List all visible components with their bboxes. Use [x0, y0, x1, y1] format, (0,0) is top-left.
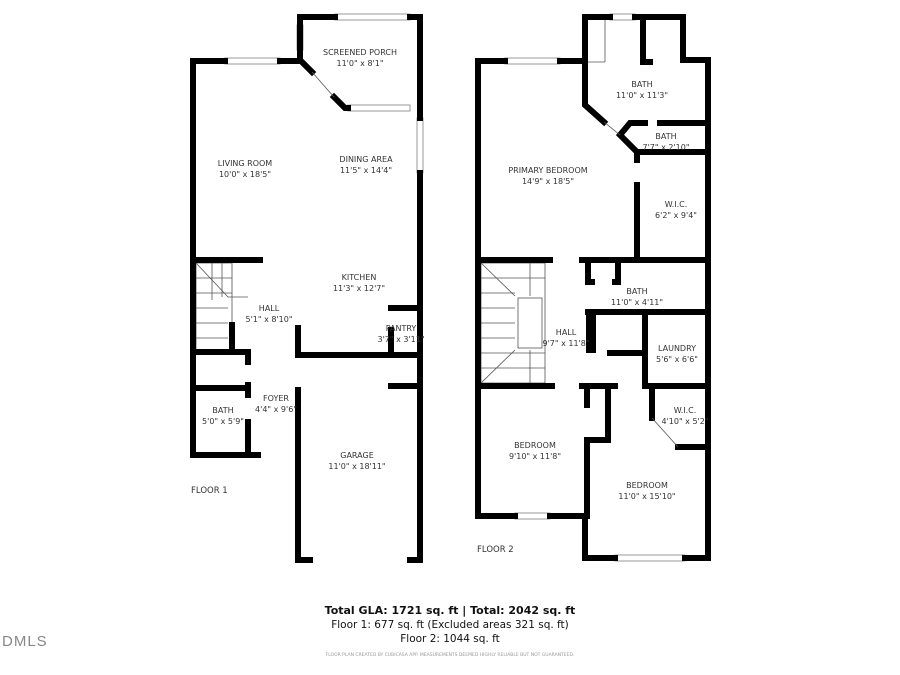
- stairs: [195, 262, 248, 353]
- room-name: HALL: [556, 328, 577, 337]
- window: [504, 57, 561, 65]
- room-name: FOYER: [263, 394, 289, 403]
- window: [334, 13, 411, 21]
- stairs: [480, 262, 546, 384]
- room-name: PANTRY: [386, 324, 417, 333]
- room-name: SCREENED PORCH: [323, 48, 397, 57]
- room-size: 10'0" x 18'5": [219, 170, 271, 179]
- window: [347, 104, 411, 112]
- window: [416, 117, 424, 174]
- room-size: 4'10" x 5'2": [661, 417, 708, 426]
- disclaimer: FLOOR PLAN CREATED BY CUBICASA APP. MEAS…: [325, 653, 575, 658]
- window: [609, 13, 636, 21]
- room-name: HALL: [259, 304, 280, 313]
- room-name: BEDROOM: [514, 441, 556, 450]
- room-size: 11'0" x 15'10": [618, 492, 675, 501]
- floor-1-area: Floor 1: 677 sq. ft (Excluded areas 321 …: [331, 619, 569, 631]
- window: [614, 554, 686, 562]
- room-size: 9'7" x 11'8": [542, 339, 589, 348]
- chimney-block: [586, 315, 596, 353]
- room-size: 11'0" x 4'11": [611, 298, 663, 307]
- room-size: 11'3" x 12'7": [333, 284, 385, 293]
- room-name: PRIMARY BEDROOM: [508, 166, 587, 175]
- room-size: 11'0" x 8'1": [336, 59, 383, 68]
- room-size: 11'5" x 14'4": [340, 166, 392, 175]
- room-size: 3'7" x 3'11": [377, 335, 424, 344]
- room-name: BEDROOM: [626, 481, 668, 490]
- room-name: BATH: [631, 80, 652, 89]
- room-name: LAUNDRY: [658, 344, 696, 353]
- room-size: 5'0" x 5'9": [202, 417, 244, 426]
- room-name: LIVING ROOM: [218, 159, 273, 168]
- walls: [475, 14, 711, 561]
- room-size: 4'4" x 9'6": [255, 405, 297, 414]
- room-size: 5'1" x 8'10": [245, 315, 292, 324]
- total-area: Total GLA: 1721 sq. ft | Total: 2042 sq.…: [324, 604, 576, 617]
- logo: DMLS: [2, 633, 48, 650]
- room-name: KITCHEN: [342, 273, 377, 282]
- floor-1-plan: SCREENED PORCH 11'0" x 8'1" LIVING ROOM …: [190, 13, 425, 563]
- room-size: 9'10" x 11'8": [509, 452, 561, 461]
- room-name: W.I.C.: [665, 200, 688, 209]
- room-name: GARAGE: [340, 451, 374, 460]
- room-size: 14'9" x 18'5": [522, 177, 574, 186]
- room-name: DINING AREA: [339, 155, 393, 164]
- room-name: BATH: [212, 406, 233, 415]
- room-size: 7'7" x 2'10": [642, 143, 689, 152]
- floor-2-area: Floor 2: 1044 sq. ft: [400, 633, 500, 645]
- walls: [190, 14, 423, 563]
- room-name: W.I.C.: [674, 406, 697, 415]
- room-size: 6'2" x 9'4": [655, 211, 697, 220]
- window: [514, 512, 551, 520]
- floor-1-label: FLOOR 1: [191, 486, 228, 496]
- room-name: BATH: [655, 132, 676, 141]
- window: [224, 57, 281, 65]
- room-size: 11'0" x 18'11": [328, 462, 385, 471]
- room-size: 5'6" x 6'6": [656, 355, 698, 364]
- room-name: BATH: [626, 287, 647, 296]
- floor-2-label: FLOOR 2: [477, 545, 514, 555]
- room-size: 11'0" x 11'3": [616, 91, 668, 100]
- floor-2-plan: BATH 11'0" x 11'3" BATH 7'7" x 2'10" PRI…: [475, 13, 711, 562]
